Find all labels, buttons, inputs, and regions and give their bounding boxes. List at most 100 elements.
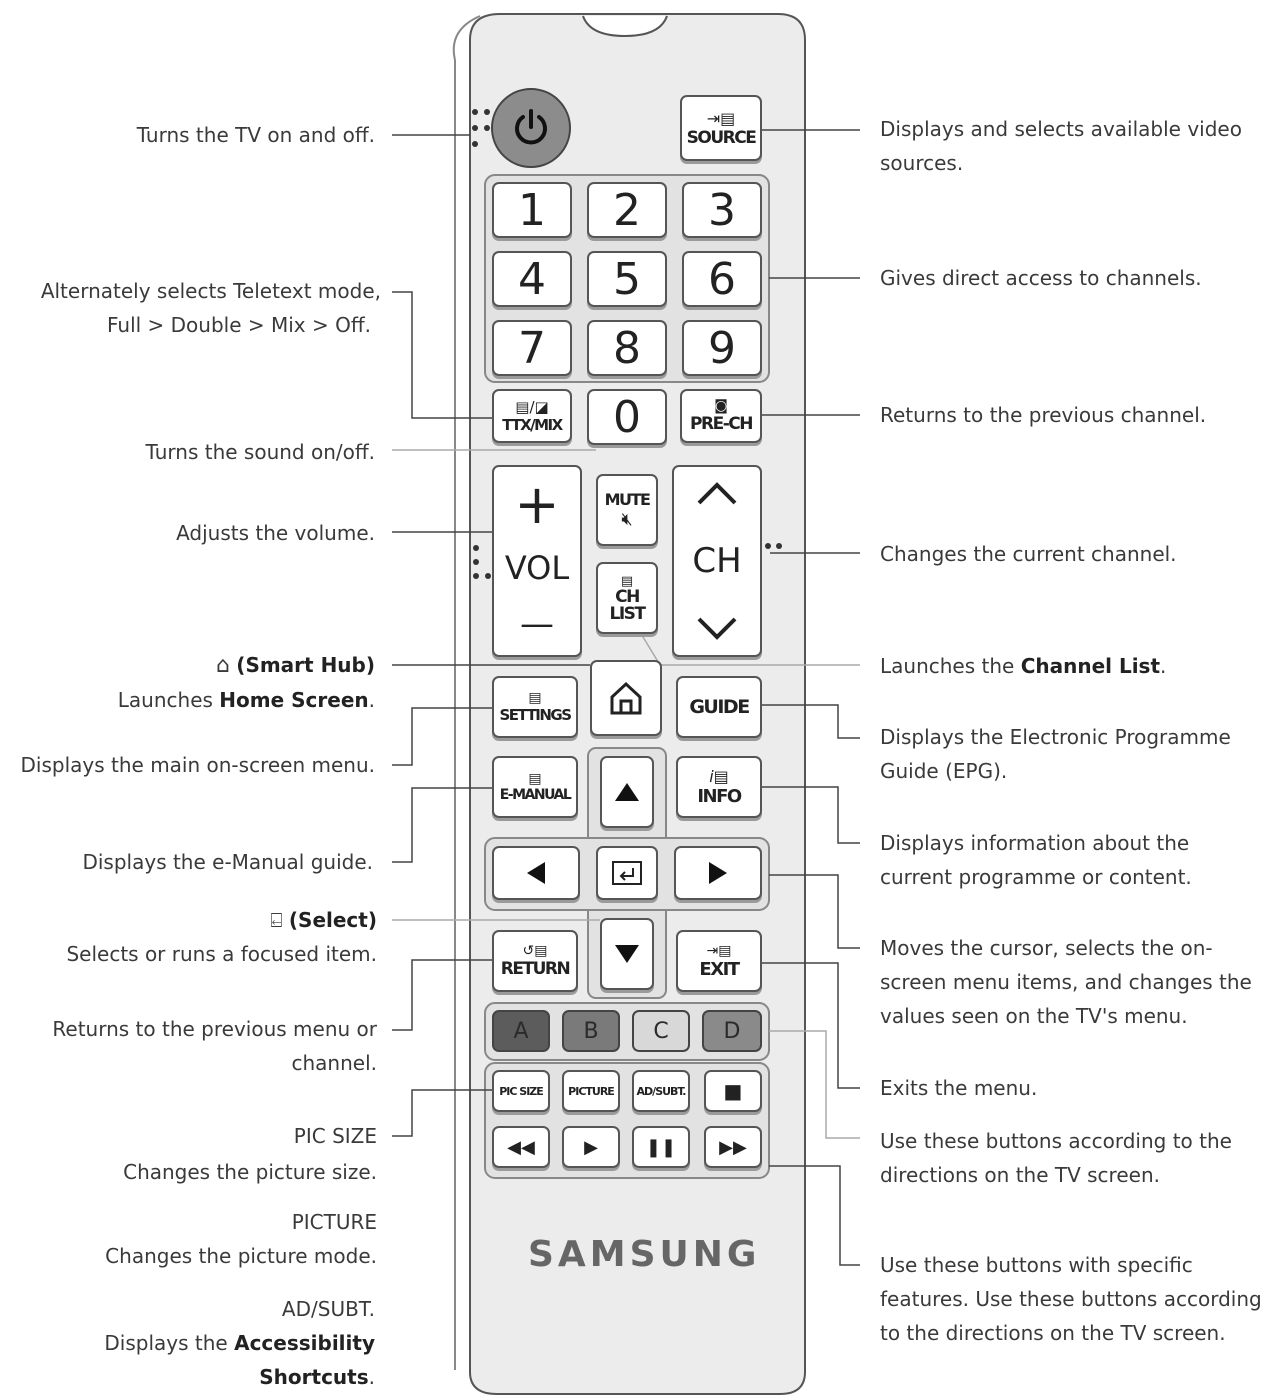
rewind-button[interactable]: ◀◀: [492, 1126, 550, 1168]
digit-6-button[interactable]: 6: [682, 251, 762, 307]
mute-caption: Turns the sound on/off.: [146, 435, 375, 469]
teletext-icon: ▤/◪: [515, 398, 549, 416]
ch-list-label-2: LIST: [609, 603, 647, 624]
select-button[interactable]: [596, 846, 658, 900]
caption-line: current programme or content.: [880, 865, 1192, 889]
caption-line: screen menu items, and changes the: [880, 970, 1252, 994]
caption-text: Turns the sound on/off.: [145, 440, 375, 464]
caption-text: Launches the: [880, 654, 1021, 678]
caption-text: .: [368, 1365, 375, 1389]
caption-line: Displays and selects available video: [880, 117, 1242, 141]
source-button[interactable]: ⇥▤ SOURCE: [680, 95, 762, 161]
home-button[interactable]: [590, 660, 662, 736]
numbers-caption: Gives direct access to channels.: [880, 261, 1202, 295]
cursor-caption: Moves the cursor, selects the on- screen…: [880, 931, 1252, 1033]
pre-ch-button[interactable]: ◙ PRE-CH: [680, 389, 762, 443]
digit-7-button[interactable]: 7: [492, 320, 572, 376]
settings-icon: ▤: [528, 690, 542, 706]
digit-4-button[interactable]: 4: [492, 251, 572, 307]
digit-3-button[interactable]: 3: [682, 182, 762, 238]
channel-up[interactable]: [695, 481, 739, 507]
e-manual-button[interactable]: ▤ E-MANUAL: [492, 756, 578, 818]
digit-0-button[interactable]: 0: [587, 389, 667, 445]
digit-label: 2: [613, 184, 641, 236]
guide-caption: Displays the Electronic Programme Guide …: [880, 720, 1231, 788]
caption-line: Alternately selects Teletext mode,: [40, 279, 381, 303]
caption-line: Use these buttons with specific: [880, 1253, 1193, 1277]
pre-ch-caption: Returns to the previous channel.: [880, 398, 1206, 432]
pause-icon: ❚❚: [645, 1136, 677, 1158]
digit-label: 0: [613, 391, 641, 443]
fast-forward-button[interactable]: ▶▶: [704, 1126, 762, 1168]
stop-icon: ■: [723, 1079, 743, 1103]
digit-5-button[interactable]: 5: [587, 251, 667, 307]
rewind-icon: ◀◀: [507, 1136, 535, 1158]
channel-rocker[interactable]: CH: [672, 465, 762, 657]
caption-bold: Accessibility Shortcuts: [234, 1331, 375, 1389]
stop-button[interactable]: ■: [704, 1070, 762, 1112]
guide-button[interactable]: GUIDE: [676, 676, 762, 738]
volume-caption: Adjusts the volume.: [176, 516, 375, 550]
caption-bold: Channel List: [1020, 654, 1161, 678]
return-button[interactable]: ↺▤ RETURN: [492, 930, 578, 992]
pic-size-caption: PIC SIZE Changes the picture size.: [123, 1118, 377, 1190]
pause-button[interactable]: ❚❚: [632, 1126, 690, 1168]
ch-list-label: CH: [615, 586, 640, 607]
triangle-left-icon: [527, 862, 545, 884]
digit-label: 4: [518, 253, 546, 305]
settings-button[interactable]: ▤ SETTINGS: [492, 676, 578, 738]
ch-list-button[interactable]: ▤ CH LIST: [596, 562, 658, 634]
smart-hub-caption: ⌂ (Smart Hub) Launches Home Screen.: [118, 648, 375, 717]
home-icon: ⌂: [215, 653, 230, 678]
caption-line: Guide (EPG).: [880, 759, 1008, 783]
caption-line: Moves the cursor, selects the on-: [880, 936, 1213, 960]
ad-subt-button[interactable]: AD/SUBT.: [632, 1070, 690, 1112]
channel-down[interactable]: [695, 615, 739, 641]
digit-label: 7: [518, 322, 546, 374]
caption-line: directions on the TV screen.: [880, 1163, 1160, 1187]
color-d-label: D: [723, 1018, 741, 1044]
caption-title: PIC SIZE: [293, 1124, 377, 1148]
dpad-up-button[interactable]: [600, 756, 654, 828]
dpad-left-button[interactable]: [492, 846, 580, 900]
caption-text: Exits the menu.: [880, 1076, 1038, 1100]
source-label: SOURCE: [686, 127, 757, 148]
mute-icon: 🔇︎: [621, 509, 633, 530]
pic-size-button[interactable]: PIC SIZE: [492, 1070, 550, 1112]
pic-size-label: PIC SIZE: [499, 1084, 544, 1098]
exit-icon: ⇥▤: [706, 942, 732, 959]
caption-title: PICTURE: [291, 1210, 377, 1234]
dpad-right-button[interactable]: [674, 846, 762, 900]
digit-1-button[interactable]: 1: [492, 182, 572, 238]
volume-down[interactable]: —: [520, 604, 554, 644]
exit-button[interactable]: ⇥▤ EXIT: [676, 930, 762, 992]
picture-button[interactable]: PICTURE: [562, 1070, 620, 1112]
ch-list-caption: Launches the Channel List.: [880, 649, 1166, 683]
caption-text: Gives direct access to channels.: [880, 266, 1202, 290]
volume-up[interactable]: +: [514, 473, 560, 536]
picture-label: PICTURE: [568, 1084, 615, 1098]
volume-rocker[interactable]: + VOL —: [492, 465, 582, 657]
dpad-down-button[interactable]: [600, 918, 654, 990]
volume-label: VOL: [504, 549, 570, 587]
caption-line: sources.: [880, 151, 964, 175]
caption-text: Displays the main on-screen menu.: [20, 753, 375, 777]
caption-title: (Smart Hub): [236, 653, 375, 677]
select-caption: ⍇ (Select) Selects or runs a focused ite…: [66, 903, 377, 971]
channel-label: CH: [692, 541, 742, 581]
color-c-button[interactable]: C: [632, 1010, 690, 1052]
digit-2-button[interactable]: 2: [587, 182, 667, 238]
power-button[interactable]: [491, 88, 571, 168]
caption-line: features. Use these buttons according: [880, 1287, 1262, 1311]
source-icon: ⇥▤: [706, 108, 736, 128]
color-b-button[interactable]: B: [562, 1010, 620, 1052]
digit-9-button[interactable]: 9: [682, 320, 762, 376]
color-d-button[interactable]: D: [702, 1010, 762, 1052]
info-button[interactable]: i▤ INFO: [676, 756, 762, 818]
color-a-button[interactable]: A: [492, 1010, 550, 1052]
play-button[interactable]: ▶: [562, 1126, 620, 1168]
digit-8-button[interactable]: 8: [587, 320, 667, 376]
return-caption: Returns to the previous menu or channel.: [52, 1012, 377, 1080]
mute-button[interactable]: MUTE 🔇︎: [596, 474, 658, 546]
ttx-mix-button[interactable]: ▤/◪ TTX/MIX: [492, 389, 572, 443]
